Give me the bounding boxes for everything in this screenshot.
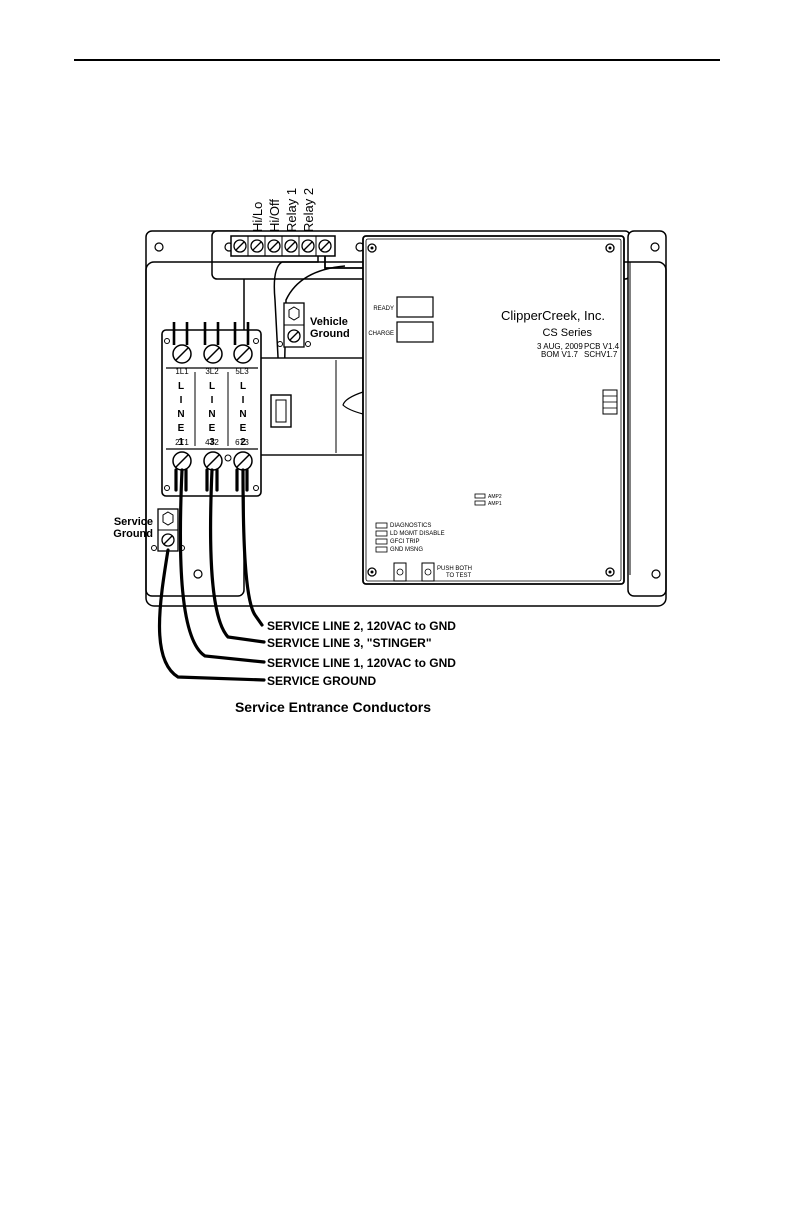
line-col2-letter-l: L (209, 381, 215, 392)
line-col2-letter-n: N (208, 409, 215, 420)
line-col1-letter-l: L (178, 381, 184, 392)
contactor-bottom-terminal-1: 2T1 (175, 438, 189, 447)
line-col3-letter-n: N (239, 409, 246, 420)
wire-label-service-line-2: SERVICE LINE 2, 120VAC to GND (267, 619, 456, 633)
status-led-diagnostics: DIAGNOSTICS (390, 523, 431, 529)
line-col3-letter-e: E (240, 423, 247, 434)
line-col2-number: 3 (209, 437, 215, 448)
contactor-top-terminal-3: 5L3 (235, 367, 249, 376)
top-rule (74, 59, 720, 61)
wire-label-service-line-3: SERVICE LINE 3, "STINGER" (267, 636, 432, 650)
contactor-top-terminal-1: 1L1 (175, 367, 189, 376)
line-col3-letter-l: L (240, 381, 246, 392)
contactor-bottom-terminal-2: 4T2 (205, 438, 219, 447)
terminal-label-hi-lo: Hi/Lo (250, 202, 265, 232)
line-col3-letter-i: I (242, 395, 245, 406)
service-ground-label-line2: Ground (113, 528, 153, 540)
line-col1-letter-n: N (177, 409, 184, 420)
push-test-line2: TO TEST (446, 573, 471, 579)
amp2-label: AMP2 (488, 494, 502, 500)
terminal-label-relay-2: Relay 2 (301, 188, 316, 232)
board-brand: ClipperCreek, Inc. (501, 308, 605, 323)
terminal-label-hi-off: Hi/Off (267, 199, 282, 232)
service-ground-lug (157, 508, 179, 552)
line-col2-letter-i: I (211, 395, 214, 406)
board-date: 3 AUG, 2009 (537, 342, 583, 351)
line-col1-letter-e: E (178, 423, 185, 434)
enclosure-right-plate (627, 230, 667, 597)
amp1-label: AMP1 (488, 501, 502, 507)
line-col3-number: 2 (240, 437, 246, 448)
status-led-gnd-msng: GND MSNG (390, 547, 423, 553)
board-bom: BOM V1.7 (541, 350, 578, 359)
vehicle-ground-label-line1: Vehicle (310, 316, 348, 328)
terminal-label-relay-1: Relay 1 (284, 188, 299, 232)
board-schv: SCHV1.7 (584, 350, 618, 359)
vehicle-ground-lug (283, 302, 305, 348)
push-test-line1: PUSH BOTH (437, 566, 472, 572)
status-led-ld-mgmt-disable: LD MGMT DISABLE (390, 531, 445, 537)
control-board (362, 235, 625, 585)
line-col1-number: 1 (178, 437, 184, 448)
contactor (161, 322, 262, 497)
ready-label: READY (373, 306, 394, 312)
contactor-bottom-terminal-3: 6T3 (235, 438, 249, 447)
status-led-gfci-trip: GFCI TRIP (390, 539, 420, 545)
wire-label-service-line-1: SERVICE LINE 1, 120VAC to GND (267, 656, 456, 670)
board-series: CS Series (542, 327, 592, 339)
terminal-block (230, 235, 336, 257)
vehicle-ground-label-line2: Ground (310, 328, 350, 340)
service-wires (157, 468, 266, 682)
line-col1-letter-i: I (180, 395, 183, 406)
contactor-top-terminal-2: 3L2 (205, 367, 219, 376)
service-ground-label-line1: Service (114, 516, 153, 528)
charge-label: CHARGE (368, 331, 394, 337)
line-col2-letter-e: E (209, 423, 216, 434)
board-pcb: PCB V1.4 (584, 342, 620, 351)
figure-caption: Service Entrance Conductors (235, 699, 431, 715)
wire-label-service-ground: SERVICE GROUND (267, 674, 376, 688)
